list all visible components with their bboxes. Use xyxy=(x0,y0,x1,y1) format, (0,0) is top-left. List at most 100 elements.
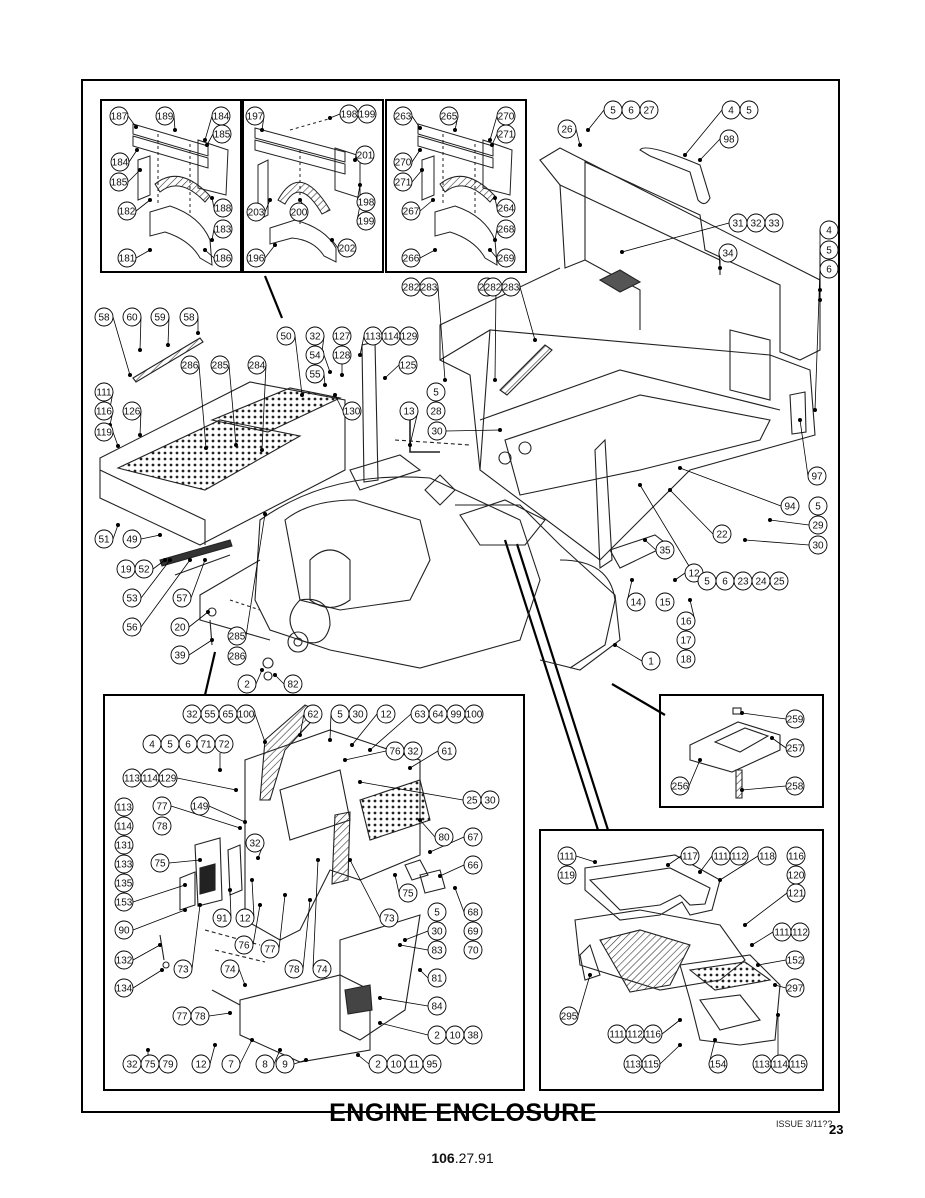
leader-dot xyxy=(332,392,337,397)
callout-number: 286 xyxy=(182,361,199,372)
callout-30: 30 xyxy=(427,421,447,441)
callout-circle xyxy=(643,1024,663,1044)
callout-circle xyxy=(496,198,516,218)
leader-line xyxy=(128,149,138,163)
leader-dot xyxy=(157,943,162,948)
leader-line xyxy=(344,750,387,761)
callout-number: 75 xyxy=(144,1060,156,1071)
callout-circle xyxy=(227,626,247,646)
callout-number: 2 xyxy=(375,1060,381,1071)
callout-128: 128 xyxy=(332,345,352,365)
callout-circle xyxy=(786,846,806,866)
callout-134: 134 xyxy=(114,978,134,998)
callout-circle xyxy=(276,326,296,346)
leader-line xyxy=(198,364,207,449)
leader-line xyxy=(245,513,266,637)
callout-circle xyxy=(655,540,675,560)
leader-dot xyxy=(212,1043,217,1048)
leader-dot xyxy=(272,673,277,678)
leader-line xyxy=(644,539,657,551)
callout-circle xyxy=(114,920,134,940)
callout-number: 77 xyxy=(156,802,168,813)
callout-circle xyxy=(237,674,257,694)
callout-5: 5 xyxy=(819,240,839,260)
page-number: 23 xyxy=(829,1122,843,1137)
callout-number: 135 xyxy=(116,879,133,890)
leader-dot xyxy=(329,237,334,242)
callout-number: 28 xyxy=(430,407,442,418)
leader-line xyxy=(239,1039,253,1065)
leader-dot xyxy=(255,856,260,861)
callout-circle xyxy=(427,902,447,922)
callout-number: 128 xyxy=(334,351,351,362)
leader-line xyxy=(404,930,429,941)
leader-dot xyxy=(259,668,264,673)
callout-circle xyxy=(150,307,170,327)
leader-line xyxy=(173,115,176,131)
leader-line xyxy=(639,484,699,582)
callout-number: 116 xyxy=(645,1030,661,1041)
callout-199: 199 xyxy=(356,211,376,231)
callout-circle xyxy=(626,592,646,612)
leader-dot xyxy=(315,858,320,863)
leader-dot xyxy=(249,1038,254,1043)
callout-circle xyxy=(114,892,134,912)
leader-dot xyxy=(327,369,332,374)
leader-dot xyxy=(233,788,238,793)
callout-number: 126 xyxy=(124,407,141,418)
callout-number: 58 xyxy=(98,313,110,324)
leader-dot xyxy=(257,903,262,908)
callout-number: 5 xyxy=(746,106,752,117)
callout-circle xyxy=(172,588,192,608)
leader-line xyxy=(684,109,723,156)
callout-circle xyxy=(401,201,421,221)
leader-line xyxy=(679,467,782,507)
callout-circle xyxy=(114,873,134,893)
callout-circle xyxy=(283,674,303,694)
leader-line xyxy=(252,904,261,946)
callout-number: 118 xyxy=(759,852,775,863)
callout-number: 113 xyxy=(365,332,381,343)
callout-circle xyxy=(463,902,483,922)
callout-circle xyxy=(403,741,423,761)
callout-116: 116 xyxy=(786,846,806,866)
callout-number: 5 xyxy=(826,246,832,257)
callout-circle xyxy=(427,421,447,441)
callout-number: 113 xyxy=(124,774,140,785)
leader-line xyxy=(168,859,201,864)
callout-number: 75 xyxy=(154,859,166,870)
callout-number: 24 xyxy=(755,577,767,588)
leader-dot xyxy=(307,898,312,903)
callout-number: 30 xyxy=(431,927,443,938)
callout-circle xyxy=(480,790,500,810)
callout-number: 127 xyxy=(334,332,351,343)
diagram-title: ENGINE ENCLOSURE xyxy=(329,1099,597,1127)
callout-number: 62 xyxy=(307,710,319,721)
leader-dot xyxy=(743,538,748,543)
callout-number: 31 xyxy=(732,219,744,230)
callout-number: 15 xyxy=(659,598,671,609)
callout-circle xyxy=(780,496,800,516)
callout-196: 196 xyxy=(246,248,266,268)
leader-dot xyxy=(165,342,170,347)
callout-22: 22 xyxy=(712,524,732,544)
leader-dot xyxy=(127,372,132,377)
inset-pointers xyxy=(203,275,666,831)
callout-circle xyxy=(785,776,805,796)
leader-dot xyxy=(233,442,238,447)
callout-circle xyxy=(213,248,233,268)
leader-line xyxy=(751,931,774,946)
callout-number: 2 xyxy=(434,1031,440,1042)
leader-dot xyxy=(242,983,247,988)
leader-dot xyxy=(167,558,172,563)
callout-circle xyxy=(557,865,577,885)
callout-circle xyxy=(719,129,739,149)
callout-61: 61 xyxy=(437,741,457,761)
callout-circle xyxy=(427,921,447,941)
